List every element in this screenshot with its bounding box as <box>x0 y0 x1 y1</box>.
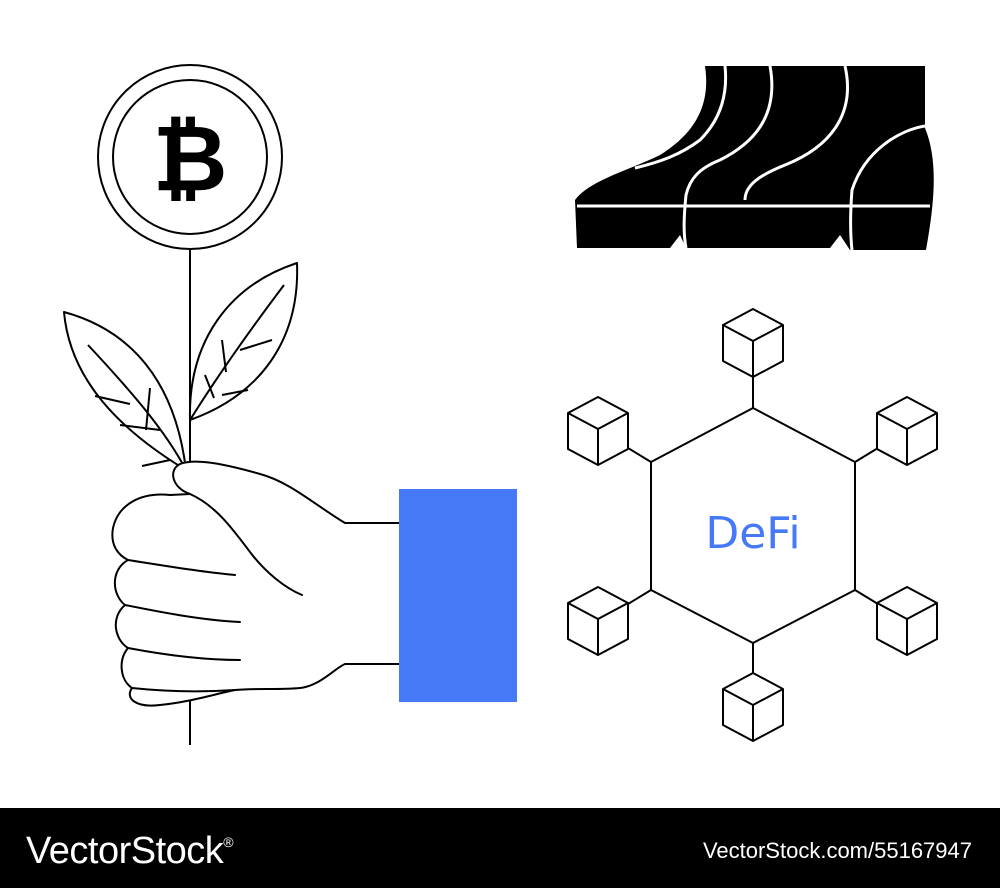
brand-logo: VectorStock® <box>26 830 234 873</box>
defi-blockchain-network-icon <box>627 377 879 673</box>
brand-name: VectorStock <box>26 830 224 872</box>
three-boots-icon <box>570 65 934 251</box>
block-cube-left-bottom <box>567 586 629 656</box>
image-id: VectorStock.com/55167947 <box>702 838 972 863</box>
watermark-footer: VectorStock® VectorStock.com/55167947 <box>0 808 1000 888</box>
left-leaf-icon <box>63 311 187 471</box>
registered-mark: ® <box>223 834 234 850</box>
hand-icon <box>111 460 401 707</box>
block-cube-bottom <box>722 672 784 742</box>
block-cube-right-top <box>876 396 938 466</box>
illustration: ₿ <box>63 64 938 745</box>
block-cube-top <box>722 308 784 378</box>
bitcoin-symbol: ₿ <box>153 105 228 212</box>
right-leaf-icon <box>188 262 299 421</box>
block-cube-right-bottom <box>876 586 938 656</box>
sleeve-cuff <box>399 489 517 702</box>
defi-label: DeFi <box>705 508 800 559</box>
block-cube-left-top <box>567 396 629 466</box>
